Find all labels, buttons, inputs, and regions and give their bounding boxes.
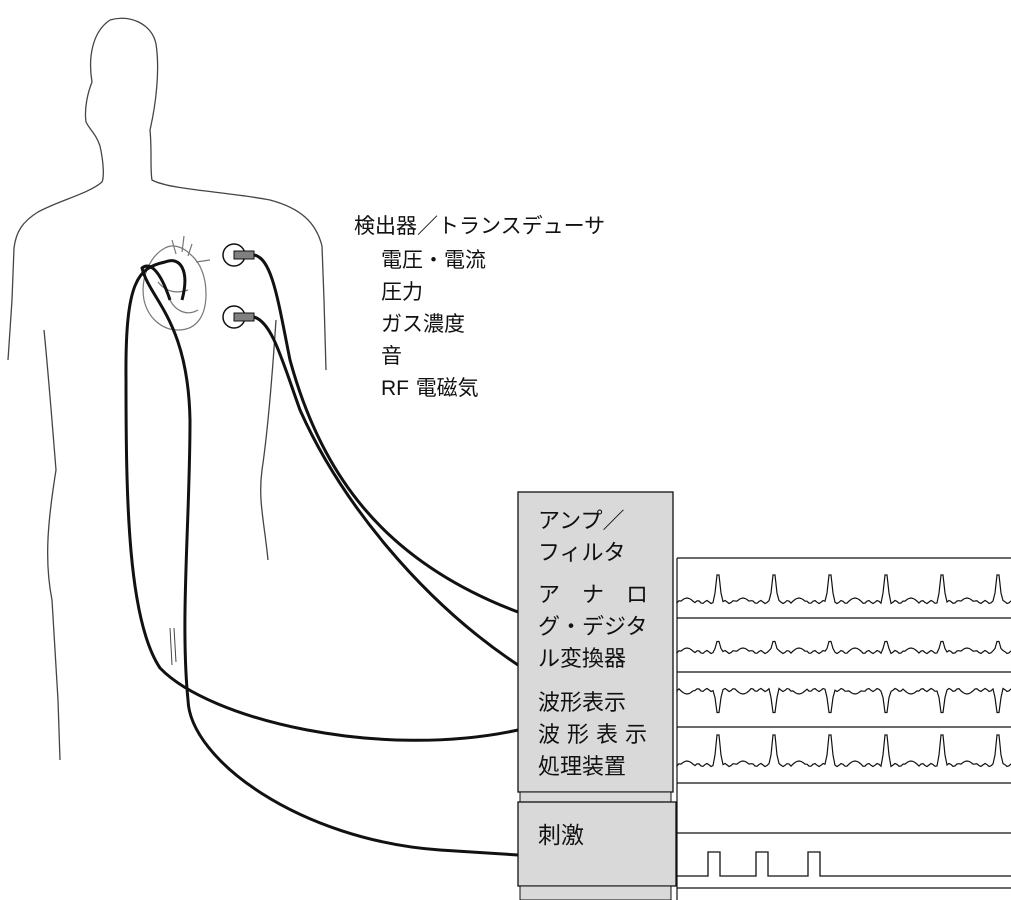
- waveform-trace-3: [676, 687, 1011, 714]
- cable-electrode-1: [253, 253, 519, 614]
- adc-label-3: ル変換器: [538, 647, 626, 672]
- detector-item-sound: 音: [381, 344, 402, 368]
- stimulus-base: [519, 885, 672, 900]
- waveform-trace-4: [676, 734, 1011, 768]
- amp-label-2: フィルタ: [538, 541, 626, 566]
- processor-connector: [519, 791, 672, 803]
- detector-item-rf: RF 電磁気: [381, 376, 479, 400]
- stimulus-label: 刺激: [538, 823, 584, 849]
- amp-label-1: アンプ／: [538, 509, 624, 534]
- cable-heart-1: [124, 259, 519, 742]
- cable-electrode-2: [253, 315, 519, 667]
- waveform-traces: [676, 574, 1011, 877]
- cable-heart-2: [140, 264, 519, 857]
- stimulus-pulse-trace: [677, 851, 1011, 877]
- waveform-trace-1: [676, 574, 1011, 605]
- wave-label-1: 波形表示: [538, 691, 626, 716]
- wave-label-3: 処理装置: [538, 755, 626, 780]
- detector-item-gas: ガス濃度: [381, 312, 465, 336]
- stimulus-box: [517, 801, 677, 887]
- detector-item-pressure: 圧力: [381, 280, 423, 304]
- heart-icon: [142, 235, 211, 331]
- adc-label-2: グ・デジタ: [538, 615, 648, 640]
- waveform-panel: [676, 557, 1011, 900]
- human-body-icon: [7, 17, 327, 761]
- adc-label-1: ア ナ ロ: [538, 583, 648, 608]
- navel-mark: [169, 627, 177, 666]
- wave-label-2: 波 形 表 示: [538, 723, 647, 748]
- processor-box: [517, 491, 674, 793]
- detector-item-voltage: 電圧・電流: [381, 248, 486, 272]
- waveform-trace-2: [676, 640, 1011, 655]
- detector-title: 検出器／トランスデューサ: [354, 214, 605, 238]
- electrode-icon: [222, 243, 255, 267]
- cables: [124, 253, 519, 857]
- electrode-icon: [222, 305, 255, 329]
